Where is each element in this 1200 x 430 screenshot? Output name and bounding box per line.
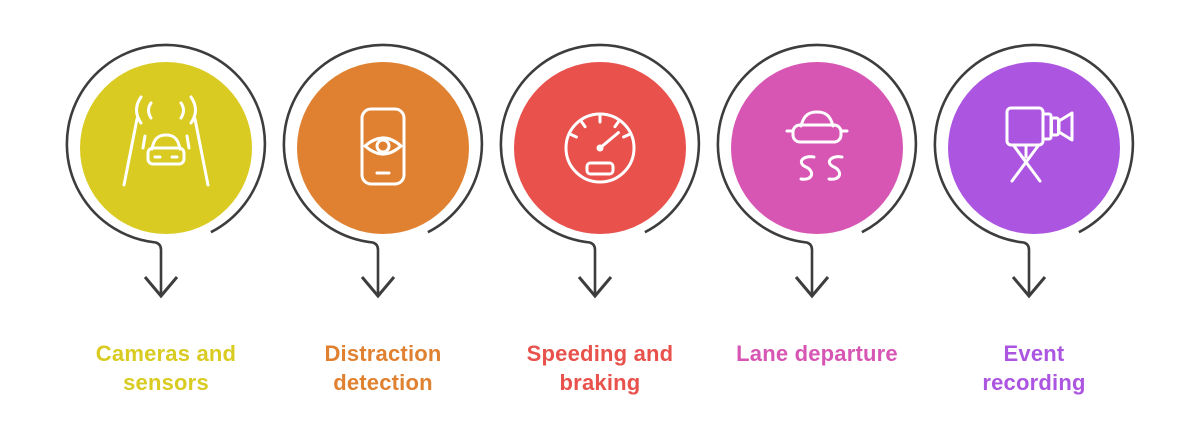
step-label: Speeding and braking bbox=[526, 341, 674, 395]
phone-eye-icon bbox=[360, 107, 405, 186]
icon-stroke bbox=[596, 144, 603, 152]
step-figure bbox=[282, 43, 483, 299]
icon-stroke bbox=[569, 114, 630, 150]
icon-stroke bbox=[146, 146, 185, 166]
step-figure bbox=[716, 43, 917, 299]
down-arrow-icon bbox=[577, 276, 612, 299]
step-event-recording: Event recording bbox=[926, 6, 1143, 397]
video-camera-tripod-icon bbox=[1005, 106, 1073, 183]
icon-stroke bbox=[122, 95, 209, 187]
step-figure bbox=[499, 43, 700, 299]
car-skid-icon bbox=[785, 110, 848, 181]
infographic-row: Cameras and sensors Distraction detectio… bbox=[58, 6, 1143, 397]
icon-stroke bbox=[791, 123, 842, 144]
step-label: Distraction detection bbox=[324, 341, 442, 395]
step-circle bbox=[947, 62, 1120, 234]
icon-stroke bbox=[585, 161, 614, 176]
step-figure bbox=[933, 43, 1134, 299]
icon-stroke bbox=[564, 112, 635, 184]
speedometer-icon bbox=[564, 112, 635, 184]
step-speeding-braking: Speeding and braking bbox=[492, 6, 709, 397]
loop-outline bbox=[282, 43, 483, 296]
step-circle bbox=[296, 62, 469, 234]
loop-outline bbox=[716, 43, 917, 296]
step-distraction-detection: Distraction detection bbox=[275, 6, 492, 397]
down-arrow-icon bbox=[1011, 276, 1046, 299]
loop-outline bbox=[499, 43, 700, 296]
step-label: Lane departure bbox=[736, 341, 898, 366]
down-arrow-icon bbox=[143, 276, 178, 299]
icon-stroke bbox=[785, 110, 848, 181]
icon-stroke bbox=[1010, 111, 1073, 183]
step-label: Event recording bbox=[982, 341, 1086, 395]
icon-stroke bbox=[360, 107, 405, 186]
step-label: Cameras and sensors bbox=[95, 341, 237, 395]
icon-stroke bbox=[375, 138, 390, 154]
loop-outline bbox=[933, 43, 1134, 296]
step-circle bbox=[730, 62, 903, 234]
step-lane-departure: Lane departure bbox=[709, 6, 926, 397]
step-cameras-sensors: Cameras and sensors bbox=[58, 6, 275, 397]
step-figure bbox=[65, 43, 266, 299]
down-arrow-icon bbox=[360, 276, 395, 299]
icon-stroke bbox=[363, 136, 402, 175]
car-sensors-icon bbox=[122, 95, 209, 187]
loop-outline bbox=[65, 43, 266, 296]
down-arrow-icon bbox=[794, 276, 829, 299]
